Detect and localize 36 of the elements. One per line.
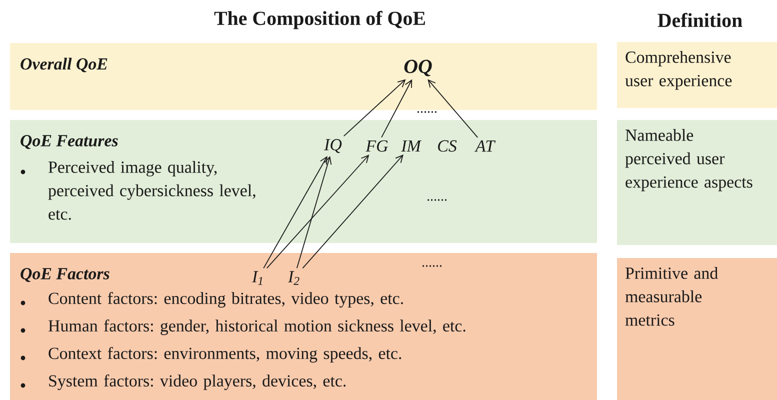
band-heading: Overall QoE: [20, 58, 108, 72]
definition-text: Nameable perceived user experience aspects: [625, 129, 752, 192]
ellipsis-text: ......: [422, 265, 442, 267]
definition-box: [617, 120, 777, 245]
variable-symbol: FG: [366, 140, 388, 152]
layer-band: [10, 120, 598, 243]
band-heading: QoE Features: [20, 135, 118, 149]
arrow: [428, 79, 478, 138]
ellipsis-text: ......: [427, 199, 447, 201]
variable-symbol: AT: [474, 140, 496, 152]
arrow: [343, 79, 406, 136]
arrow: [381, 79, 412, 138]
definition-text: Comprehensive user experience: [625, 51, 732, 90]
title: The Composition of QoE: [214, 10, 425, 30]
arrow: [266, 154, 370, 269]
bullet-text: Content factors: encoding bitrates, video types, etc.: [48, 292, 403, 308]
variable-symbol: IM: [401, 140, 422, 152]
bullet-text: Context factors: environments, moving speeds, etc.: [48, 347, 402, 363]
definition-box: [617, 42, 777, 108]
variable-symbol: IQ: [324, 139, 342, 153]
layer-band: [10, 253, 598, 400]
arrow: [302, 154, 404, 269]
layer-band: [10, 43, 598, 110]
definition-box: [617, 258, 777, 400]
arrow: [263, 156, 328, 269]
variable-symbol: I$_{2}$: [288, 271, 300, 285]
arrow: [296, 156, 332, 269]
bullet-text: Perceived image quality, perceived cybersickness level, etc.: [48, 161, 256, 220]
ellipsis-text: ......: [417, 111, 437, 113]
variable-symbol: OQ: [404, 60, 432, 76]
variable-symbol: I$_{1}$: [252, 271, 262, 285]
band-heading: QoE Factors: [20, 268, 110, 282]
definition-text: Primitive and measurable metrics: [625, 267, 718, 326]
variable-symbol: CS: [438, 140, 457, 152]
bullet-text: Human factors: gender, historical motion sickness level, etc.: [48, 320, 466, 336]
bullet-text: System factors: video players, devices, etc.: [49, 374, 346, 390]
